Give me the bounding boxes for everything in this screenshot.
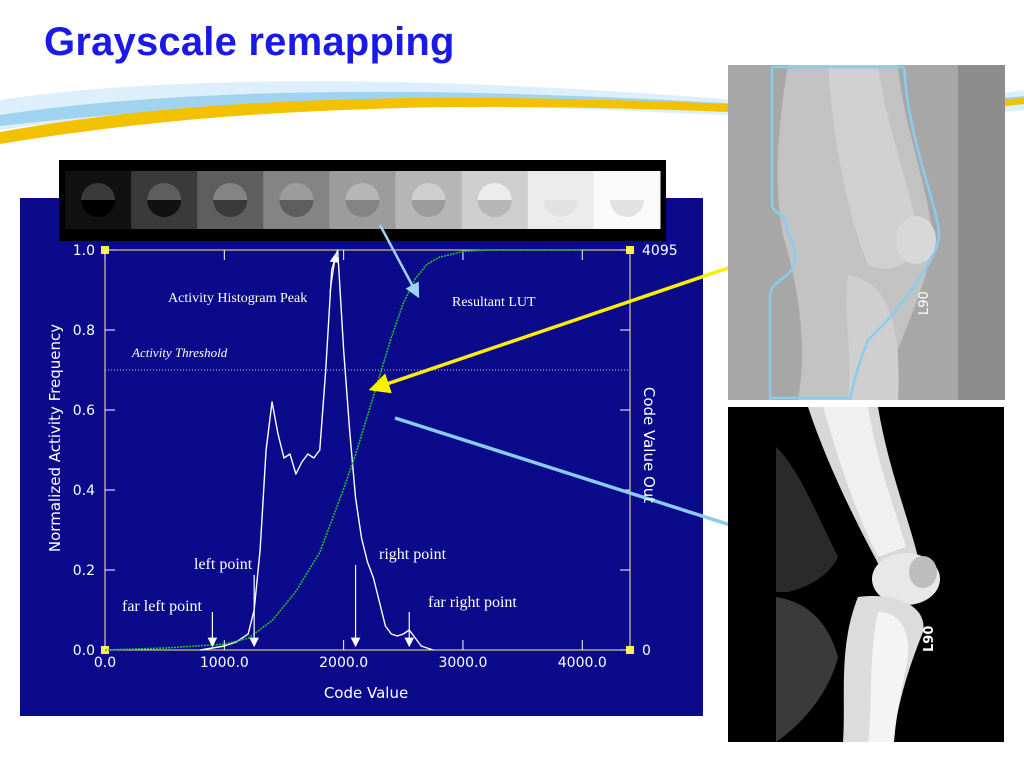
annotation-far-left-point: far left point <box>122 598 203 615</box>
y-tick-label: 0.4 <box>73 483 95 499</box>
gray-step-disc-bottom <box>81 200 116 217</box>
gray-step-disc-top <box>279 183 314 200</box>
knee-xray-remapped: L90 <box>728 407 1004 742</box>
gray-step-disc-bottom <box>477 200 512 217</box>
gray-step-disc-top <box>345 183 380 200</box>
y-tick-label: 1.0 <box>73 243 95 259</box>
strip-to-lut-arrow <box>378 224 420 299</box>
annotation-far-right-point: far right point <box>428 594 517 611</box>
gray-step-disc-top <box>477 183 512 200</box>
xray-top-label: L90 <box>917 291 932 315</box>
gray-step-disc-bottom <box>147 200 182 217</box>
peak-arrow <box>329 252 340 293</box>
gray-step-disc-top <box>147 183 182 200</box>
x-tick-label: 3000.0 <box>438 655 487 671</box>
annotation-left-point: left point <box>194 556 253 573</box>
gray-step-disc-bottom <box>609 200 644 217</box>
annotation-resultant-lut: Resultant LUT <box>452 295 536 310</box>
swoosh-blue <box>0 91 1024 126</box>
gray-step-disc-top <box>543 183 578 200</box>
activity-histogram-line <box>200 249 434 651</box>
gray-step-disc-bottom <box>411 200 446 217</box>
grayscale-step-wedge <box>59 160 666 241</box>
gray-step-disc-bottom <box>345 200 380 217</box>
y-tick-label: 0.2 <box>73 563 95 579</box>
x-tick-label: 1000.0 <box>200 655 249 671</box>
gray-step-disc-top <box>81 183 116 200</box>
threshold-label: Activity Threshold <box>131 345 228 360</box>
y-tick-label: 0.6 <box>73 403 95 419</box>
x-tick-label: 0.0 <box>94 655 116 671</box>
slide-title: Grayscale remapping <box>44 20 455 64</box>
y-axis-label: Normalized Activity Frequency <box>46 324 64 552</box>
xray-bottom-label: L90 <box>922 626 937 652</box>
y2-tick-label: 0 <box>642 643 651 659</box>
gray-step-disc-top <box>411 183 446 200</box>
y2-tick-label: 4095 <box>642 243 678 259</box>
gray-step-disc-top <box>609 183 644 200</box>
gray-step-disc-bottom <box>543 200 578 217</box>
chart-panel <box>20 198 703 716</box>
gray-step-disc-bottom <box>279 200 314 217</box>
gray-step-disc-bottom <box>213 200 248 217</box>
plot-frame <box>104 249 631 651</box>
annotation-right-point: right point <box>379 546 447 563</box>
annotation-histogram-peak: Activity Histogram Peak <box>168 291 307 306</box>
x-axis-label: Code Value <box>324 684 408 702</box>
resultant-lut-line <box>104 249 583 651</box>
x-tick-label: 4000.0 <box>558 655 607 671</box>
gray-step-disc-top <box>213 183 248 200</box>
x-tick-label: 2000.0 <box>319 655 368 671</box>
knee-xray-raw: L90 <box>728 65 1005 400</box>
y-tick-label: 0.8 <box>73 323 95 339</box>
y-tick-label: 0.0 <box>73 643 95 659</box>
y2-axis-label: Code Value Out <box>640 387 658 503</box>
